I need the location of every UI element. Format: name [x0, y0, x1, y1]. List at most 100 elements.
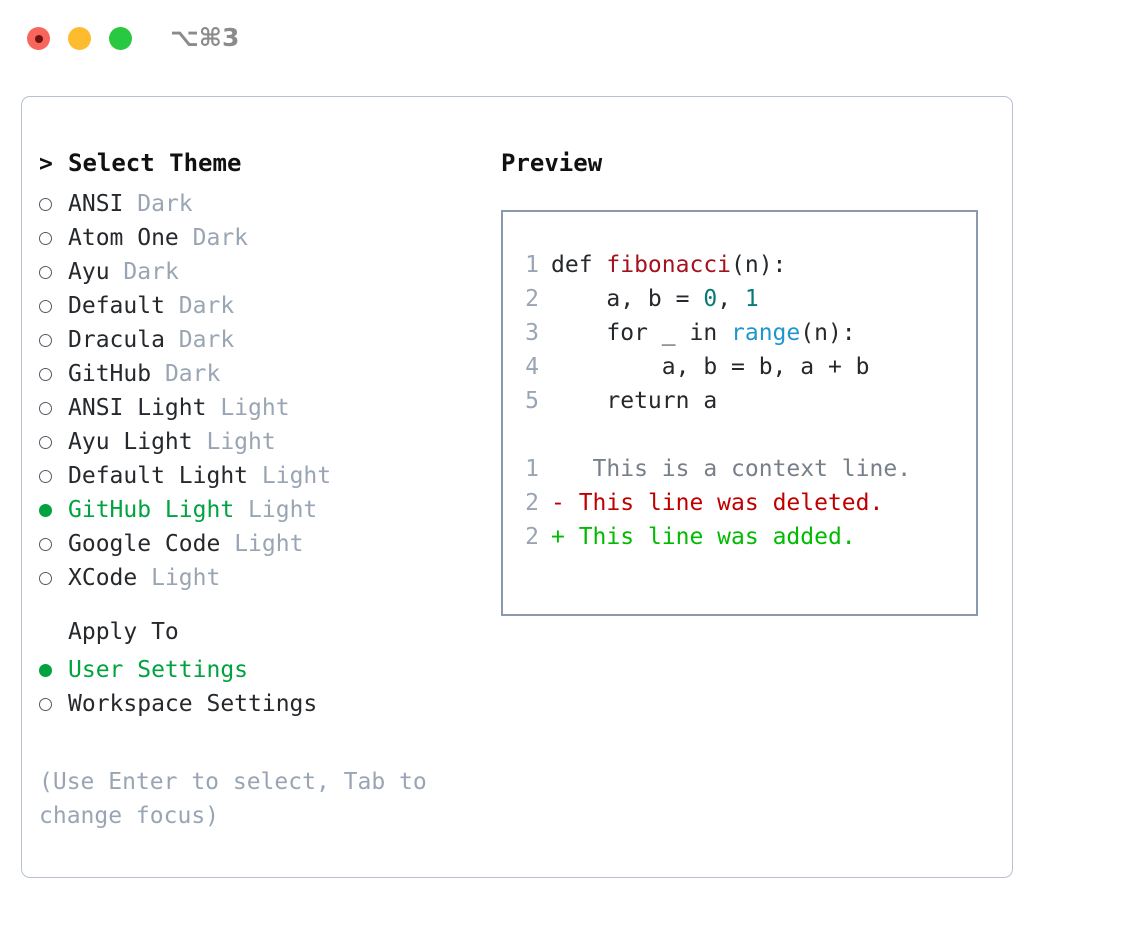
- radio-unselected-icon[interactable]: [39, 289, 68, 323]
- code-token: range: [731, 320, 801, 346]
- diff-sign: [551, 456, 565, 482]
- theme-picker-title: Select Theme: [68, 149, 242, 177]
- radio-unselected-icon[interactable]: [39, 187, 68, 221]
- title-bar: ⌥⌘3: [0, 0, 1140, 78]
- theme-variant-label: Dark: [178, 326, 235, 353]
- theme-list-item[interactable]: ANSI Dark: [39, 187, 499, 221]
- code-line-number: 2: [525, 286, 539, 312]
- diff-sign: -: [551, 490, 565, 516]
- theme-variant-label: Dark: [123, 258, 179, 285]
- preview-title: Preview: [501, 149, 603, 177]
- theme-list-item[interactable]: GitHub Light Light: [39, 493, 499, 527]
- apply-to-option[interactable]: User Settings: [39, 653, 499, 687]
- apply-to-option-label: Workspace Settings: [68, 690, 318, 717]
- theme-name: Ayu Light: [68, 428, 193, 455]
- theme-name: Default: [68, 292, 165, 319]
- theme-variant-label: Light: [151, 564, 221, 591]
- diff-line: 2- This line was deleted.: [503, 490, 976, 524]
- theme-variant-label: Light: [206, 428, 276, 455]
- diff-line-number: 2: [525, 490, 539, 516]
- code-token: 1: [744, 286, 759, 312]
- theme-variant-label: Light: [248, 496, 318, 523]
- theme-picker-header: > Select Theme: [39, 149, 499, 187]
- diff-line: 1 This is a context line.: [503, 456, 976, 490]
- radio-unselected-icon[interactable]: [39, 357, 68, 391]
- theme-variant-label: Dark: [192, 224, 249, 251]
- diff-line-content: This line was deleted.: [564, 490, 884, 516]
- code-line-content: a, b = b, a + b: [551, 354, 870, 380]
- radio-unselected-icon[interactable]: [39, 391, 68, 425]
- radio-unselected-icon[interactable]: [39, 459, 68, 493]
- diff-line-number: 2: [525, 524, 539, 550]
- code-token: for _ in: [551, 320, 732, 346]
- theme-name: Default Light: [68, 462, 249, 489]
- code-token: ,: [717, 286, 745, 312]
- code-line: 3 for _ in range(n):: [503, 320, 976, 354]
- radio-unselected-icon[interactable]: [39, 221, 68, 255]
- diff-sample: 1 This is a context line.2- This line wa…: [503, 456, 976, 558]
- theme-list-item[interactable]: Atom One Dark: [39, 221, 499, 255]
- theme-list-item[interactable]: Default Dark: [39, 289, 499, 323]
- radio-unselected-icon[interactable]: [39, 425, 68, 459]
- radio-unselected-icon[interactable]: [39, 527, 68, 561]
- code-diff-separator: [503, 422, 976, 456]
- radio-unselected-icon[interactable]: [39, 255, 68, 289]
- theme-list-item[interactable]: Ayu Dark: [39, 255, 499, 289]
- apply-to-option[interactable]: Workspace Settings: [39, 687, 499, 721]
- keyboard-hint: (Use Enter to select, Tab to change focu…: [39, 769, 427, 829]
- prompt-caret-icon: >: [39, 151, 53, 177]
- code-token: def: [551, 252, 607, 278]
- theme-list-item[interactable]: GitHub Dark: [39, 357, 499, 391]
- theme-variant-label: Light: [261, 462, 332, 489]
- radio-selected-icon[interactable]: [39, 653, 68, 687]
- minimize-window-icon[interactable]: [68, 27, 91, 50]
- theme-name: ANSI Light: [68, 394, 207, 421]
- radio-selected-icon[interactable]: [39, 493, 68, 527]
- radio-unselected-icon[interactable]: [39, 561, 68, 595]
- theme-list-item[interactable]: XCode Light: [39, 561, 499, 595]
- theme-name: Google Code: [68, 530, 221, 557]
- theme-list-item[interactable]: Dracula Dark: [39, 323, 499, 357]
- code-line-number: 5: [525, 388, 539, 414]
- code-line-number: 1: [525, 252, 539, 278]
- code-line-number: 3: [525, 320, 539, 346]
- theme-name: GitHub: [68, 360, 152, 387]
- radio-unselected-icon[interactable]: [39, 323, 68, 357]
- code-line-content: return a: [551, 388, 717, 414]
- diff-line: 2 + This line was added.: [503, 524, 976, 558]
- close-window-icon[interactable]: [27, 27, 50, 50]
- theme-list-item[interactable]: ANSI Light Light: [39, 391, 499, 425]
- code-token: 0: [703, 286, 718, 312]
- code-line: 4 a, b = b, a + b: [503, 354, 976, 388]
- code-line: 2 a, b = 0, 1: [503, 286, 976, 320]
- code-token: return a: [551, 388, 718, 414]
- diff-sign: +: [551, 524, 565, 550]
- code-token: fibonacci: [606, 252, 732, 278]
- theme-variant-label: Dark: [137, 190, 193, 217]
- maximize-window-icon[interactable]: [109, 27, 132, 50]
- theme-variant-label: Light: [234, 530, 304, 557]
- theme-list-item[interactable]: Default Light Light: [39, 459, 499, 493]
- theme-list-item[interactable]: Ayu Light Light: [39, 425, 499, 459]
- theme-name: GitHub Light: [68, 496, 235, 523]
- code-token: (n):: [800, 320, 856, 346]
- theme-name: XCode: [68, 564, 138, 591]
- apply-to-label: Apply To: [68, 619, 179, 645]
- radio-unselected-icon[interactable]: [39, 687, 68, 721]
- diff-line-content: This line was added.: [564, 524, 856, 550]
- diff-line-number: 1: [525, 456, 539, 482]
- code-line-number: 4: [525, 354, 539, 380]
- window-controls: [27, 27, 132, 50]
- keyboard-shortcut-label: ⌥⌘3: [170, 23, 240, 52]
- theme-name: Dracula: [68, 326, 165, 353]
- code-token: (n):: [731, 252, 787, 278]
- apply-to-heading-row: Apply To: [39, 619, 499, 653]
- theme-variant-label: Dark: [164, 360, 221, 387]
- theme-list-item[interactable]: Google Code Light: [39, 527, 499, 561]
